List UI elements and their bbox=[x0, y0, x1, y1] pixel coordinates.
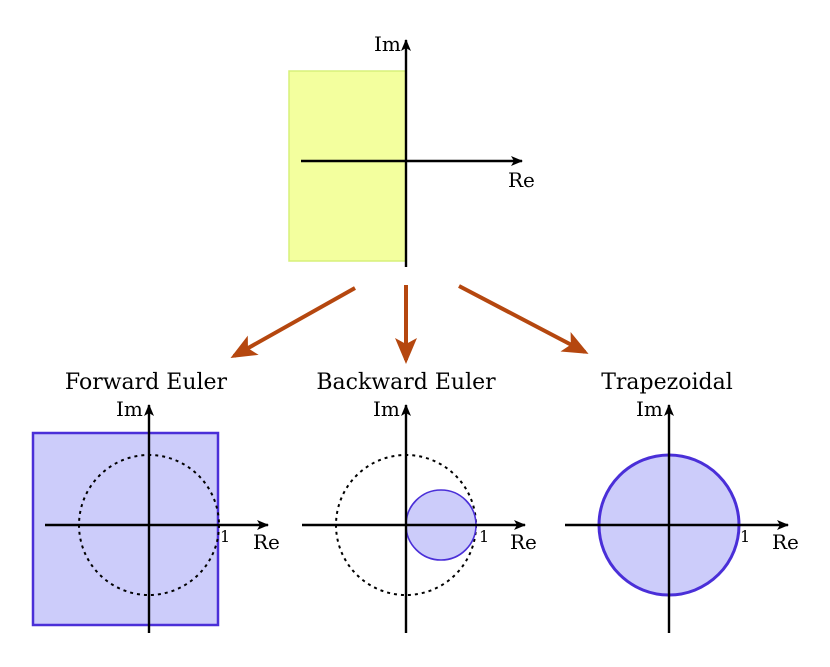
trapezoidal-re-label: Re bbox=[772, 530, 799, 554]
forward-euler-panel: Forward Euler Re Im 1 bbox=[31, 370, 280, 633]
trapezoidal-panel: Trapezoidal Re Im 1 bbox=[565, 370, 799, 633]
forward-euler-im-label: Im bbox=[116, 397, 143, 421]
top-im-label: Im bbox=[374, 32, 401, 56]
forward-euler-tick-1: 1 bbox=[220, 527, 230, 546]
top-re-label: Re bbox=[508, 168, 535, 192]
arrow-to-trapezoidal bbox=[458, 284, 589, 354]
forward-euler-stability-region bbox=[31, 431, 220, 627]
backward-euler-tick-1: 1 bbox=[479, 527, 489, 546]
left-half-plane-region bbox=[288, 70, 407, 262]
continuous-plane: Re Im bbox=[288, 32, 535, 267]
trapezoidal-im-label: Im bbox=[636, 397, 663, 421]
arrow-to-forward-euler bbox=[230, 286, 356, 358]
mapping-arrows bbox=[230, 284, 589, 364]
backward-euler-re-label: Re bbox=[510, 530, 537, 554]
backward-euler-panel: Backward Euler Re Im 1 bbox=[302, 370, 537, 633]
trapezoidal-tick-1: 1 bbox=[740, 527, 750, 546]
backward-euler-im-label: Im bbox=[373, 397, 400, 421]
trapezoidal-title: Trapezoidal bbox=[601, 370, 733, 395]
forward-euler-title: Forward Euler bbox=[65, 370, 228, 395]
forward-euler-re-label: Re bbox=[253, 530, 280, 554]
backward-euler-title: Backward Euler bbox=[316, 370, 496, 395]
